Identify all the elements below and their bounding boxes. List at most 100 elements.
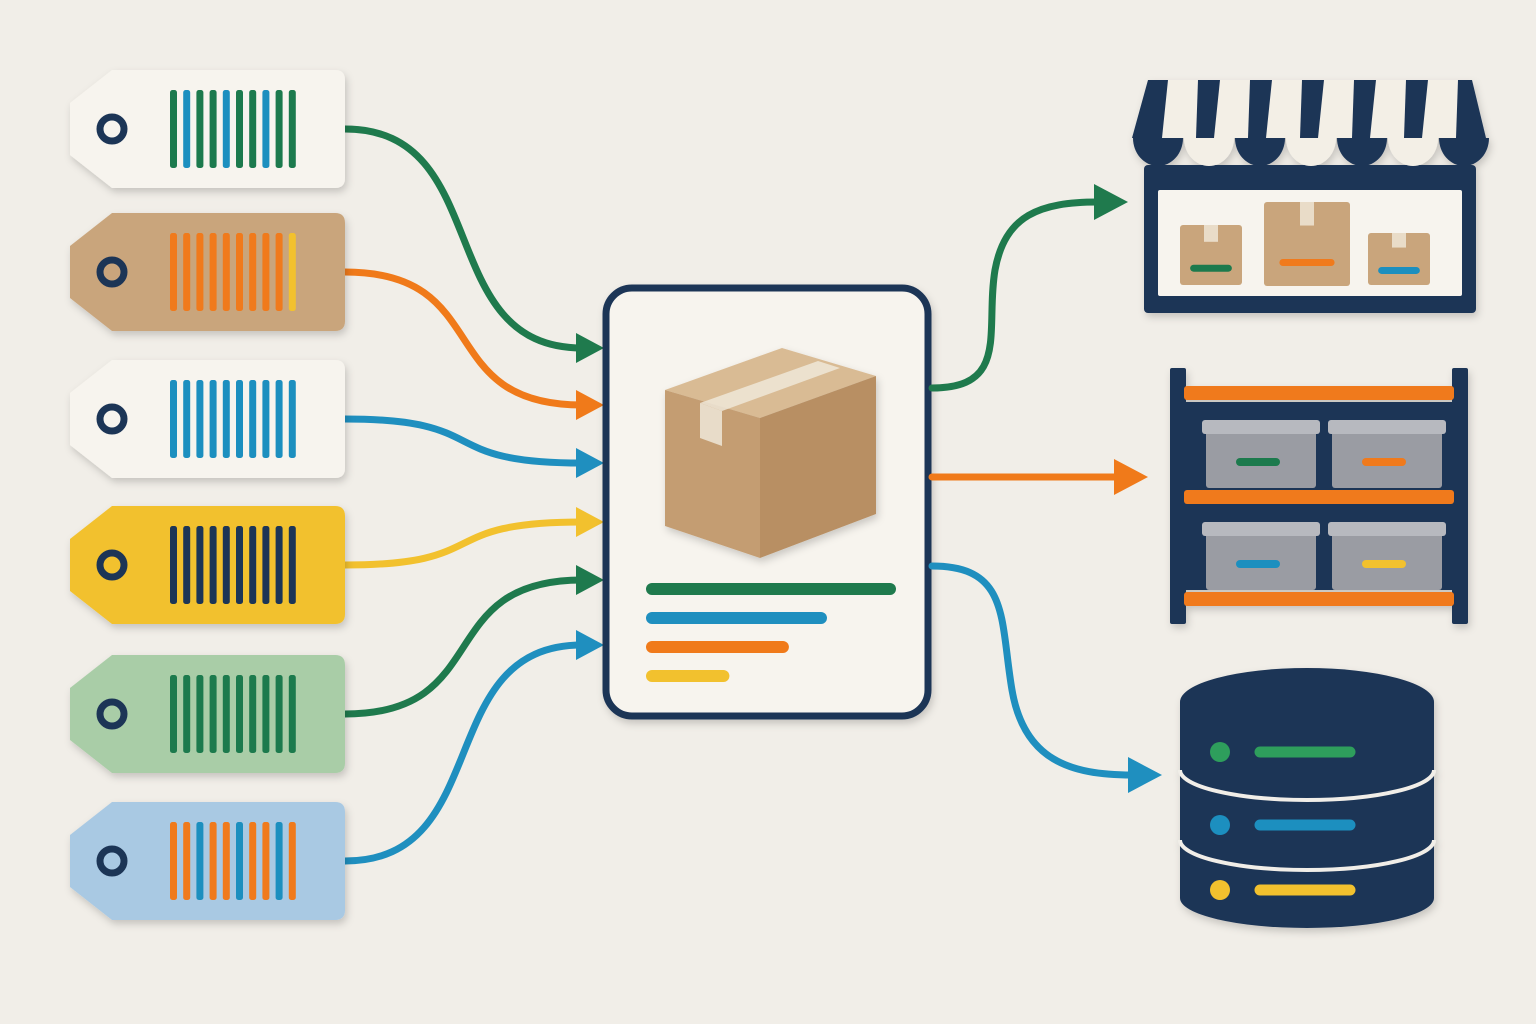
barcode-bar	[236, 675, 243, 753]
barcode-bar	[249, 233, 257, 311]
barcode-bar	[222, 675, 230, 753]
barcode-bar	[275, 675, 283, 753]
awning-stripe	[1370, 80, 1406, 138]
barcode-bar	[236, 526, 243, 604]
awning-scallop	[1286, 138, 1336, 166]
database-icon	[1178, 668, 1436, 928]
storage-bin-icon	[1202, 420, 1320, 488]
barcode-bar	[222, 526, 230, 604]
shelf-plank	[1184, 386, 1454, 400]
arrowhead-icon	[1094, 184, 1128, 220]
barcode-bar	[288, 233, 296, 311]
barcode-bar	[262, 380, 270, 458]
tag-body	[70, 802, 345, 920]
barcode-bar	[275, 233, 283, 311]
barcode-bar	[275, 380, 283, 458]
barcode-bar	[288, 90, 296, 168]
barcode-bar	[170, 90, 177, 168]
status-dot-icon	[1210, 815, 1230, 835]
barcode-bar	[209, 526, 217, 604]
arrowhead-icon	[576, 390, 604, 420]
tag-body	[70, 506, 345, 624]
barcode-bar	[183, 675, 191, 753]
arrowhead-icon	[576, 333, 604, 363]
barcode-bar	[196, 675, 204, 753]
storage-bin-icon	[1328, 522, 1446, 590]
barcode-bar	[196, 233, 204, 311]
tag-hole-icon	[96, 698, 128, 730]
barcode-bar	[222, 233, 230, 311]
barcode-bar	[196, 380, 204, 458]
database-top	[1180, 668, 1434, 736]
awning-stripe	[1162, 80, 1198, 138]
flow-line-5	[341, 576, 586, 718]
barcode-bar	[249, 675, 257, 753]
database-divider	[1178, 839, 1436, 872]
barcode-bar	[249, 822, 257, 900]
barcode-bar	[236, 233, 243, 311]
barcode-bar	[288, 380, 296, 458]
barcode-bar	[196, 90, 204, 168]
awning-scallop	[1337, 138, 1387, 166]
storefront-icon	[1132, 80, 1489, 313]
database-divider	[1178, 769, 1436, 802]
shop-box-icon	[1180, 225, 1242, 285]
product-tag-6	[70, 802, 345, 920]
storage-bin-icon	[1328, 420, 1446, 488]
output-flow-storefront	[928, 198, 1102, 392]
barcode-bar	[196, 822, 204, 900]
tag-hole-icon	[96, 845, 128, 877]
barcode-bar	[288, 526, 296, 604]
barcode-bar	[209, 233, 217, 311]
tag-hole-icon	[96, 403, 128, 435]
tag-body	[70, 70, 345, 188]
barcode-bar	[262, 90, 270, 168]
barcode-bar	[209, 822, 217, 900]
barcode-bar	[209, 90, 217, 168]
tag-hole-icon	[96, 256, 128, 288]
barcode-bar	[183, 90, 191, 168]
barcode-icon	[170, 233, 296, 311]
product-tag-4	[70, 506, 345, 624]
awning-stripe	[1214, 80, 1250, 138]
product-tag-1	[70, 70, 345, 188]
barcode-icon	[170, 526, 296, 604]
product-tag-2	[70, 213, 345, 331]
barcode-icon	[170, 822, 296, 900]
product-tag-5	[70, 655, 345, 773]
barcode-bar	[249, 90, 257, 168]
arrowhead-icon	[1114, 459, 1148, 495]
barcode-bar	[170, 675, 177, 753]
shop-box-icon	[1264, 202, 1350, 286]
barcode-bar	[236, 90, 243, 168]
barcode-bar	[196, 526, 204, 604]
tag-body	[70, 360, 345, 478]
input-flow-arrows	[341, 125, 604, 865]
storage-bin-icon	[1202, 522, 1320, 590]
arrowhead-icon	[576, 565, 604, 595]
flow-line-3	[341, 415, 586, 467]
barcode-bar	[222, 822, 230, 900]
barcode-bar	[262, 233, 270, 311]
barcode-bar	[183, 233, 191, 311]
arrowhead-icon	[576, 448, 604, 478]
barcode-bar	[288, 675, 296, 753]
warehouse-shelf-icon	[1170, 368, 1468, 624]
shelf-plank	[1184, 490, 1454, 504]
product-attribute-lines	[646, 583, 896, 682]
barcode-icon	[170, 90, 296, 168]
tag-hole-icon	[96, 549, 128, 581]
barcode-bar	[170, 233, 177, 311]
barcode-bar	[275, 822, 283, 900]
barcode-bar	[170, 380, 177, 458]
barcode-bar	[262, 822, 270, 900]
barcode-bar	[262, 675, 270, 753]
awning-scallop	[1235, 138, 1285, 166]
arrowhead-icon	[576, 630, 604, 660]
barcode-bar	[183, 526, 191, 604]
tag-body	[70, 655, 345, 773]
status-dot-icon	[1210, 742, 1230, 762]
awning-stripe	[1422, 80, 1458, 138]
barcode-bar	[209, 380, 217, 458]
output-flow-database	[928, 562, 1136, 779]
